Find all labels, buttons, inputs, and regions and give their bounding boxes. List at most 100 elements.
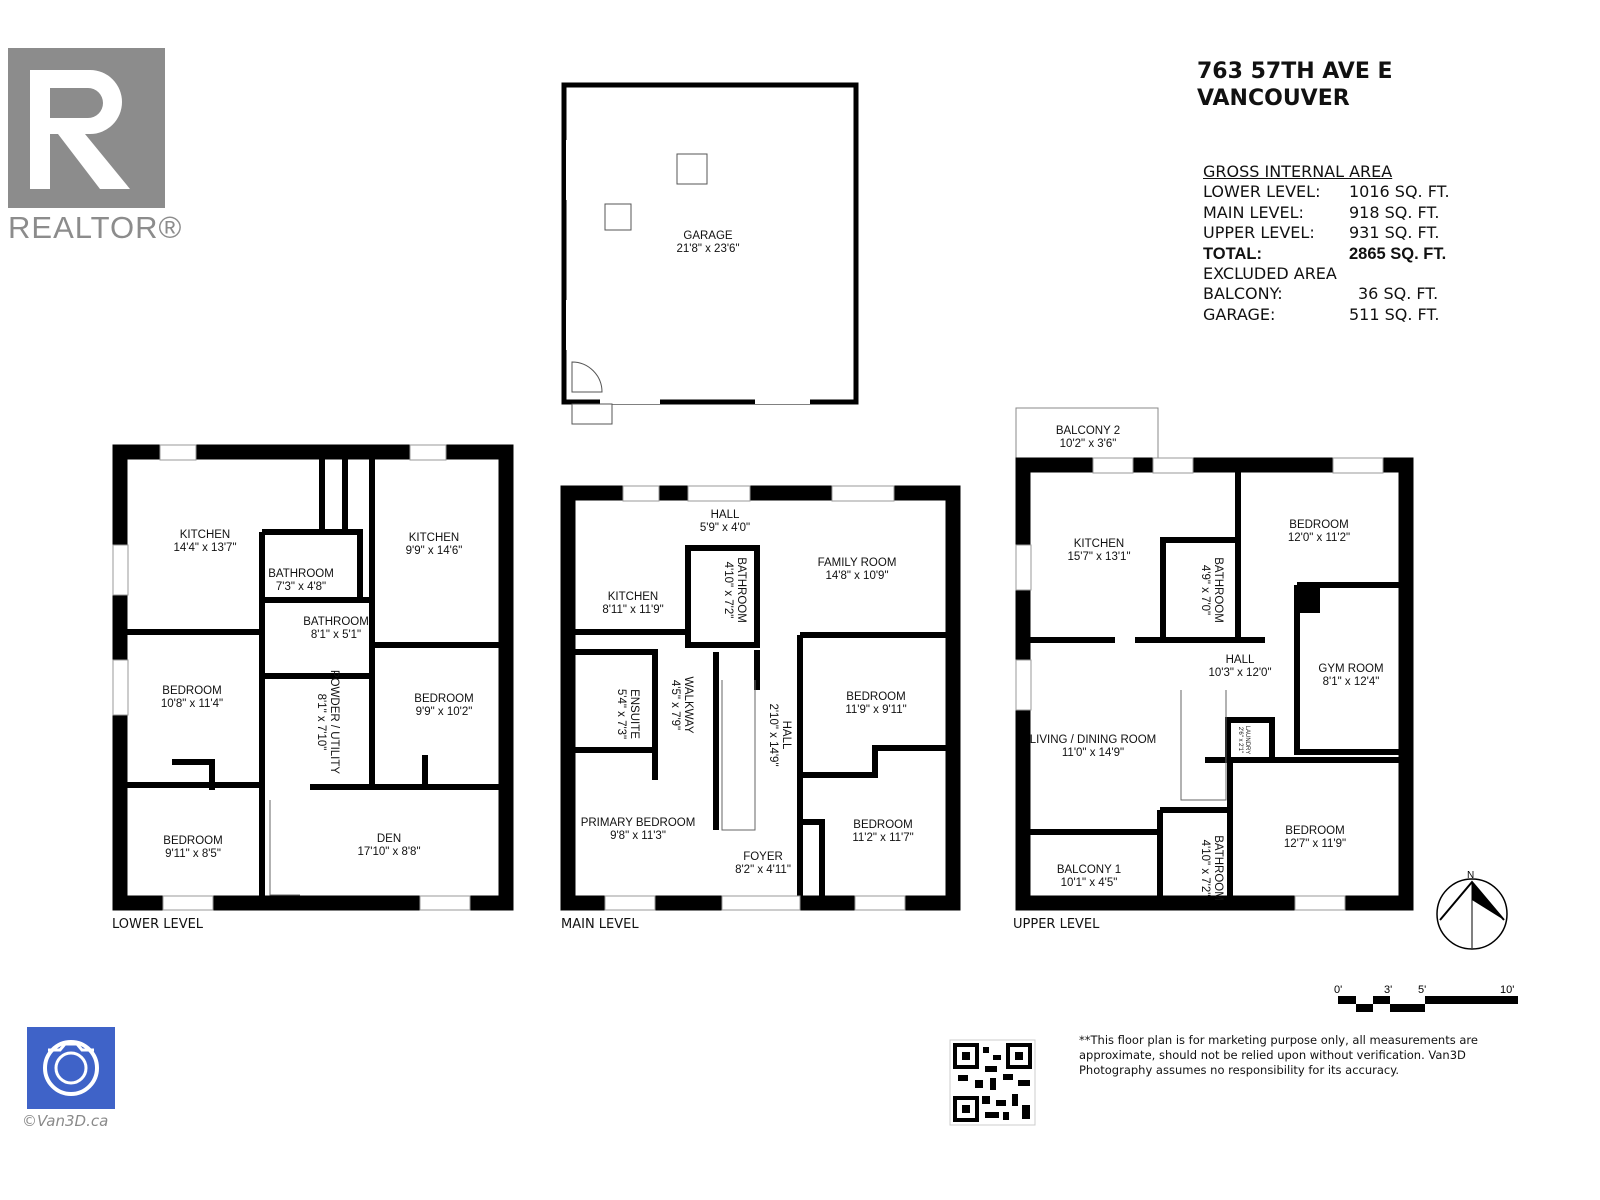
area-value: 36 SQ. FT.	[1358, 284, 1439, 304]
area-value: 931 SQ. FT.	[1349, 223, 1440, 243]
room-dims: 9'11" x 8'5"	[165, 848, 221, 860]
room-dims: 11'2" x 11'7"	[852, 832, 913, 844]
address-line-2: VANCOUVER	[1197, 86, 1350, 111]
room-name: ENSUITE	[628, 689, 640, 739]
room-name: FOYER	[743, 851, 783, 863]
scale-bar: 0' 3' 5' 10'	[1334, 984, 1518, 1012]
compass-north-label: N	[1467, 870, 1474, 881]
room-dims: 4'10" x 7'2"	[722, 562, 734, 619]
room-name: BALCONY 1	[1057, 864, 1121, 876]
realtor-r-icon	[8, 48, 165, 208]
room-name: BATHROOM	[1212, 835, 1224, 901]
room-name: KITCHEN	[409, 532, 459, 544]
room-dims: 8'11" x 11'9"	[602, 604, 663, 616]
room-name: BATHROOM	[1212, 557, 1224, 623]
area-label: UPPER LEVEL:	[1203, 223, 1315, 243]
excluded-area-heading: EXCLUDED AREA	[1203, 264, 1337, 284]
room-name: HALL	[780, 721, 792, 750]
room-dims: 4'10" x 7'2"	[1199, 840, 1211, 897]
room-name: BEDROOM	[163, 835, 222, 847]
room-dims: 12'0" x 11'2"	[1288, 532, 1350, 544]
room-name: BEDROOM	[853, 819, 912, 831]
room-dims: 9'9" x 10'2"	[416, 706, 473, 718]
room-dims: 12'7" x 11'9"	[1284, 838, 1346, 850]
level-label: MAIN LEVEL	[561, 917, 639, 932]
room-dims: 4'9" x 7'0"	[1199, 565, 1211, 615]
address-line-1: 763 57TH AVE E	[1197, 59, 1393, 84]
room-name: GARAGE	[683, 230, 733, 242]
room-dims: 8'1" x 5'1"	[311, 629, 361, 641]
area-row: LOWER LEVEL: 1016 SQ. FT.	[1203, 182, 1450, 202]
gross-area-heading: GROSS INTERNAL AREA	[1203, 162, 1393, 181]
property-address: 763 57TH AVE E VANCOUVER	[1197, 58, 1393, 112]
area-row: BALCONY: 36 SQ. FT.	[1203, 284, 1450, 304]
area-total-row: TOTAL: 2865 SQ. FT.	[1203, 244, 1450, 264]
room-name: KITCHEN	[608, 591, 658, 603]
room-name: BEDROOM	[414, 693, 473, 705]
room-dims: 21'8" x 23'6"	[676, 243, 739, 255]
qr-code[interactable]	[949, 1039, 1036, 1126]
room-name: BATHROOM	[268, 568, 334, 580]
area-label: BALCONY:	[1203, 284, 1283, 304]
scale-tick: 10'	[1500, 984, 1514, 996]
area-row: UPPER LEVEL: 931 SQ. FT.	[1203, 223, 1450, 243]
room-dims: 15'7" x 13'1"	[1067, 551, 1130, 563]
room-name: HALL	[1226, 654, 1255, 666]
room-name: DEN	[377, 833, 401, 845]
room-name: LIVING / DINING ROOM	[1030, 734, 1157, 746]
room-name: POWDER / UTILITY	[328, 670, 340, 774]
room-dims: 2'10" x 14'9"	[767, 703, 779, 766]
room-dims: 8'1" x 12'4"	[1323, 676, 1380, 688]
area-summary: GROSS INTERNAL AREA LOWER LEVEL: 1016 SQ.…	[1203, 162, 1450, 325]
upper-level-plan: BALCONY 2 10'2" x 3'6" KITCHEN 15'7" x 1…	[1013, 407, 1414, 932]
room-dims: 11'9" x 9'11"	[845, 704, 906, 716]
area-label: TOTAL:	[1203, 244, 1262, 263]
room-name: BATHROOM	[735, 557, 747, 623]
room-dims: 10'8" x 11'4"	[161, 698, 223, 710]
area-label: GARAGE:	[1203, 304, 1276, 324]
room-dims: 4'5" x 7'9"	[669, 680, 681, 730]
area-value: 1016 SQ. FT.	[1349, 182, 1450, 202]
garage-plan: GARAGE 21'8" x 23'6"	[561, 82, 859, 425]
room-dims: 8'2" x 4'11"	[735, 864, 791, 876]
level-label: UPPER LEVEL	[1013, 917, 1100, 932]
room-name: KITCHEN	[1074, 538, 1124, 550]
room-name: BEDROOM	[1285, 825, 1344, 837]
scale-tick: 3'	[1384, 984, 1392, 996]
room-dims: 10'1" x 4'5"	[1061, 877, 1118, 889]
north-compass-icon: N	[1436, 870, 1508, 950]
area-row: MAIN LEVEL:918 SQ. FT.	[1203, 203, 1450, 223]
area-row: GARAGE:511 SQ. FT.	[1203, 305, 1450, 325]
room-name: KITCHEN	[180, 529, 230, 541]
room-name: GYM ROOM	[1318, 663, 1383, 675]
room-dims: 9'8" x 11'3"	[610, 830, 666, 842]
room-name: HALL	[711, 509, 740, 521]
room-dims: 8'1" x 7'10"	[315, 694, 327, 751]
lower-level-plan: KITCHEN 14'4" x 13'7" BATHROOM 7'3" x 4'…	[112, 444, 514, 932]
room-name: LAUNDRY	[1244, 726, 1250, 755]
room-dims: 11'0" x 14'9"	[1062, 747, 1124, 759]
room-dims: 7'3" x 4'8"	[276, 581, 326, 593]
room-dims: 2'6" x 2'1"	[1237, 727, 1243, 753]
room-dims: 9'9" x 14'6"	[406, 545, 463, 557]
realtor-logo-text: REALTOR®	[8, 210, 183, 245]
room-name: BEDROOM	[162, 685, 221, 697]
room-dims: 5'9" x 4'0"	[700, 522, 750, 534]
van3d-camera-logo-icon	[27, 1027, 115, 1109]
room-dims: 14'8" x 10'9"	[825, 570, 888, 582]
room-dims: 14'4" x 13'7"	[173, 542, 236, 554]
area-label: LOWER LEVEL:	[1203, 182, 1321, 202]
room-dims: 5'4" x 7'3"	[615, 689, 627, 739]
main-level-plan: HALL 5'9" x 4'0" KITCHEN 8'11" x 11'9" B…	[560, 485, 961, 932]
disclaimer-text: **This floor plan is for marketing purpo…	[1079, 1033, 1478, 1077]
level-label: LOWER LEVEL	[112, 917, 204, 932]
room-dims: 10'2" x 3'6"	[1060, 438, 1117, 450]
room-name: PRIMARY BEDROOM	[581, 817, 696, 829]
scale-tick: 5'	[1418, 984, 1426, 996]
room-name: WALKWAY	[682, 676, 694, 733]
copyright-text: ©Van3D.ca	[22, 1112, 109, 1130]
room-name: BEDROOM	[1289, 519, 1348, 531]
scale-tick: 0'	[1334, 984, 1342, 996]
area-value: 2865 SQ. FT.	[1349, 244, 1447, 263]
